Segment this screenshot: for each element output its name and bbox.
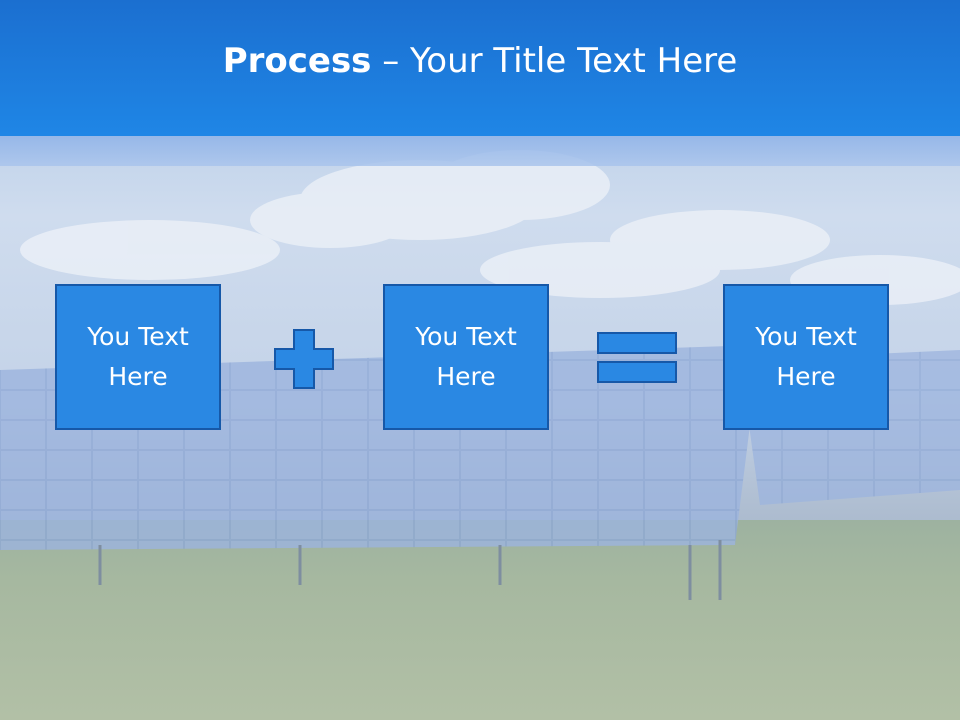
plus-icon [274, 329, 334, 389]
step-1-text: You Text Here [87, 322, 189, 391]
process-step-1: You Text Here [55, 284, 221, 430]
equals-icon [597, 332, 677, 383]
title-rest: – Your Title Text Here [371, 41, 738, 81]
slide-title: Process – Your Title Text Here [223, 41, 738, 81]
process-step-3: You Text Here [723, 284, 889, 430]
title-bold: Process [222, 41, 372, 81]
process-step-2: You Text Here [383, 284, 549, 430]
step-3-text: You Text Here [755, 322, 857, 391]
grass-field [0, 520, 960, 720]
header-shadow-band [0, 136, 960, 166]
title-bar: Process – Your Title Text Here [0, 0, 960, 136]
step-2-text: You Text Here [415, 322, 517, 391]
